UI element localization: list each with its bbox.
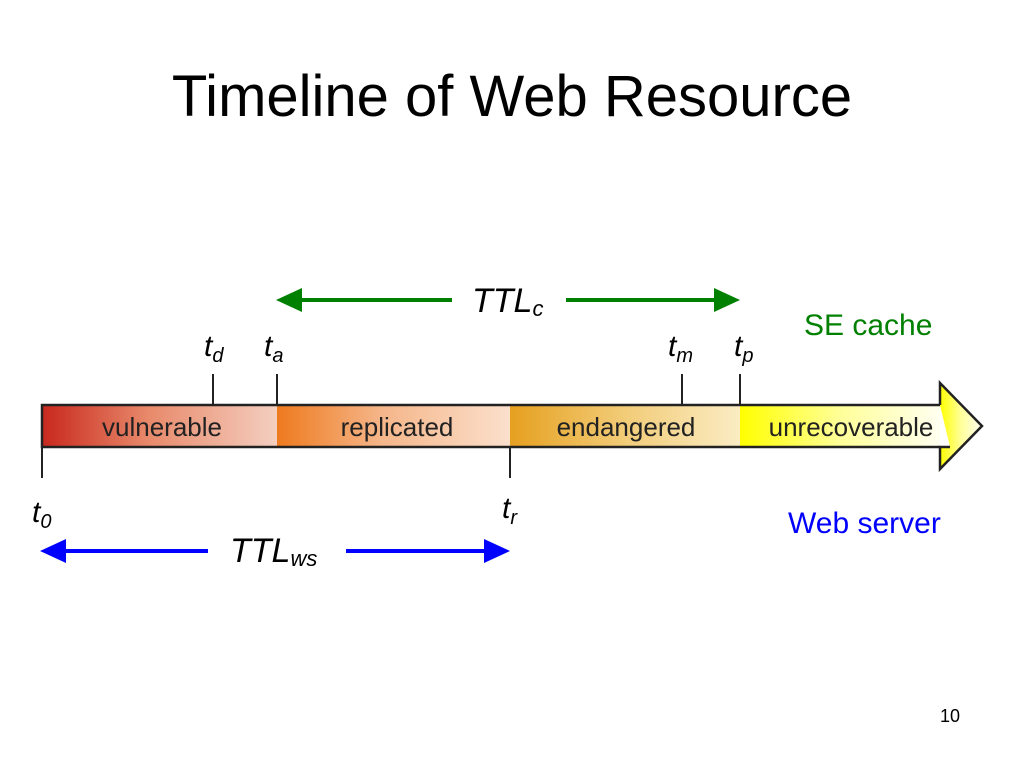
tick-label-t0: t0 xyxy=(32,496,51,533)
web-server-label: Web server xyxy=(788,507,941,540)
timeline-arrow-head xyxy=(938,379,984,473)
tick-label-td: td xyxy=(204,330,224,367)
arrow-left-icon xyxy=(40,539,66,563)
segment-vulnerable-label: vulnerable xyxy=(102,412,222,442)
segment-endangered-bg xyxy=(510,405,740,447)
timeline-bar-outline xyxy=(40,403,940,449)
segment-unrecoverable-label: unrecoverable xyxy=(769,412,934,442)
ttl-cache-label: TTLc xyxy=(472,282,543,321)
arrow-right-icon xyxy=(714,288,740,312)
segment-vulnerable-bg xyxy=(42,405,277,447)
segment-unrecoverable-bg xyxy=(740,405,940,447)
slide-title: Timeline of Web Resource xyxy=(171,64,853,129)
page-number: 10 xyxy=(939,706,961,726)
ttl-ws-label: TTLws xyxy=(230,532,317,571)
segment-replicated-label: replicated xyxy=(341,412,454,442)
tick-label-tp: tp xyxy=(734,330,753,367)
tick-label-tm: tm xyxy=(668,330,693,367)
arrow-left-icon xyxy=(276,288,302,312)
tick-label-ta: ta xyxy=(264,330,283,367)
segment-replicated-bg xyxy=(277,405,510,447)
tick-label-tr: tr xyxy=(502,492,518,529)
se-cache-label: SE cache xyxy=(804,309,932,342)
arrow-right-icon xyxy=(484,539,510,563)
segment-endangered-label: endangered xyxy=(557,412,696,442)
